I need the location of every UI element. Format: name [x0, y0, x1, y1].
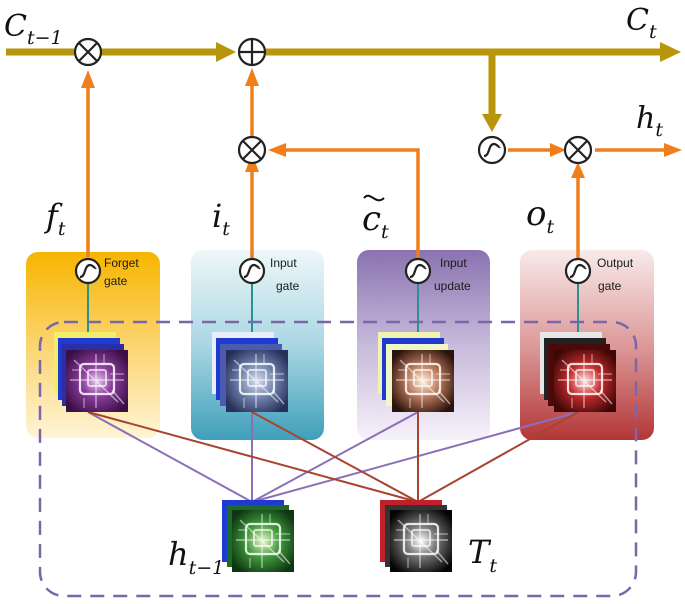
sigmoid-icon [74, 257, 102, 285]
circle-times-icon [73, 37, 103, 67]
sigmoid-icon [564, 257, 592, 285]
input-update-label-line2: update [434, 279, 471, 293]
forget-gate-symbol: ft [44, 197, 66, 240]
arrowheads [81, 68, 682, 178]
input-gate-label-line1: Input [270, 256, 297, 270]
forget-gate-feature-map-icon [54, 332, 128, 412]
circle-plus-icon [237, 37, 267, 67]
input-region-dashed-border [38, 320, 638, 598]
circle-times-icon [237, 135, 267, 165]
input-feature-map-icon [380, 500, 452, 572]
input-update-feature-map-icon [378, 332, 454, 412]
input-label: Tt [468, 533, 497, 577]
input-gate-label-line2: gate [276, 279, 300, 293]
candidate-cell-symbol: ct [362, 199, 389, 243]
hidden-state-feature-map-icon [222, 500, 294, 572]
output-gate-symbol: ot [526, 194, 554, 238]
teal-connectors [87, 284, 579, 348]
hidden-output-label: ht [636, 101, 663, 141]
hidden-state-prev-label: ht−1 [168, 535, 224, 579]
circle-times-icon [563, 135, 593, 165]
input-gate-feature-map-icon [212, 332, 288, 412]
forget-gate-label-line2: gate [104, 274, 128, 288]
input-connections [87, 411, 579, 503]
cell-state-prev-label: Ct−1 [4, 9, 63, 49]
output-gate-label-line1: Output [597, 256, 634, 270]
tilde-mark [363, 194, 385, 202]
output-gate-label-line2: gate [598, 279, 622, 293]
input-gate-symbol: it [212, 197, 230, 240]
cell-state-next-label: Ct [626, 3, 657, 43]
sigmoid-icon [477, 135, 507, 165]
forget-gate-label-line1: Forget [104, 256, 139, 270]
sigmoid-icon [238, 257, 266, 285]
gate-arrows [86, 82, 668, 258]
sigmoid-icon [404, 257, 432, 285]
input-update-label-line1: Input [440, 256, 467, 270]
cell-state-line [6, 42, 681, 132]
output-gate-feature-map-icon [540, 332, 616, 412]
